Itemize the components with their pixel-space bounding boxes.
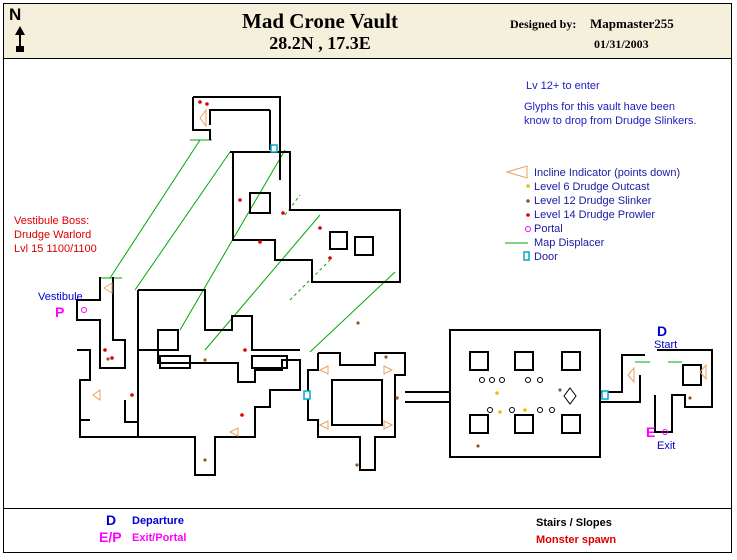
- page-title: Mad Crone Vault: [242, 9, 398, 33]
- hall-pillars: [479, 377, 577, 413]
- legend-door-sample: [523, 251, 530, 261]
- exit-marker: E: [646, 424, 656, 440]
- map-date: 01/31/2003: [594, 37, 649, 51]
- departure-marker: D: [657, 323, 668, 339]
- footer-departure: Departure: [132, 515, 184, 527]
- map-displacer-lines: [100, 139, 682, 363]
- header: [3, 3, 732, 59]
- map-frame: [3, 3, 732, 553]
- compass-letter: N: [9, 5, 22, 24]
- legend-displacer: Map Displacer: [534, 237, 605, 249]
- start-label: Start: [654, 339, 678, 351]
- portal-icons: [81, 226, 668, 435]
- boss-line3: Lvl 15 1100/1100: [14, 243, 97, 255]
- legend-portal: Portal: [534, 223, 563, 235]
- boss-line2: Drudge Warlord: [14, 229, 92, 241]
- footer-exit-portal: Exit/Portal: [132, 532, 187, 544]
- legend-incline: Incline Indicator (points down): [534, 167, 681, 179]
- portal-marker: P: [55, 304, 65, 320]
- vault-walls: [76, 96, 713, 476]
- footer-legend: [3, 508, 732, 553]
- legend-level6: Level 6 Drudge Outcast: [534, 181, 650, 193]
- designed-by-label: Designed by:: [510, 17, 577, 31]
- designer-name: Mapmaster255: [590, 16, 674, 31]
- north-arrow-icon: [15, 26, 25, 52]
- glyph-note-line2: know to drop from Drudge Slinkers.: [524, 115, 697, 127]
- footer-stairs: Stairs / Slopes: [536, 517, 612, 529]
- legend-level12: Level 12 Drudge Slinker: [534, 195, 652, 207]
- footer-ep-letter: E/P: [99, 529, 122, 545]
- footer-spawn: Monster spawn: [536, 534, 617, 546]
- monster-spawns: [103, 100, 692, 542]
- exit-label: Exit: [657, 440, 676, 452]
- door-icons: [270, 144, 609, 400]
- glyph-note-line1: Glyphs for this vault have been: [524, 101, 676, 113]
- level-requirement: Lv 12+ to enter: [526, 80, 600, 92]
- boss-line1: Vestibule Boss:: [14, 215, 90, 227]
- legend-level14: Level 14 Drudge Prowler: [534, 209, 656, 221]
- footer-d-letter: D: [106, 512, 117, 528]
- coordinates: 28.2N , 17.3E: [269, 33, 371, 53]
- vestibule-label: Vestibule: [38, 291, 83, 303]
- incline-indicators: [92, 108, 707, 529]
- legend-door: Door: [534, 251, 558, 263]
